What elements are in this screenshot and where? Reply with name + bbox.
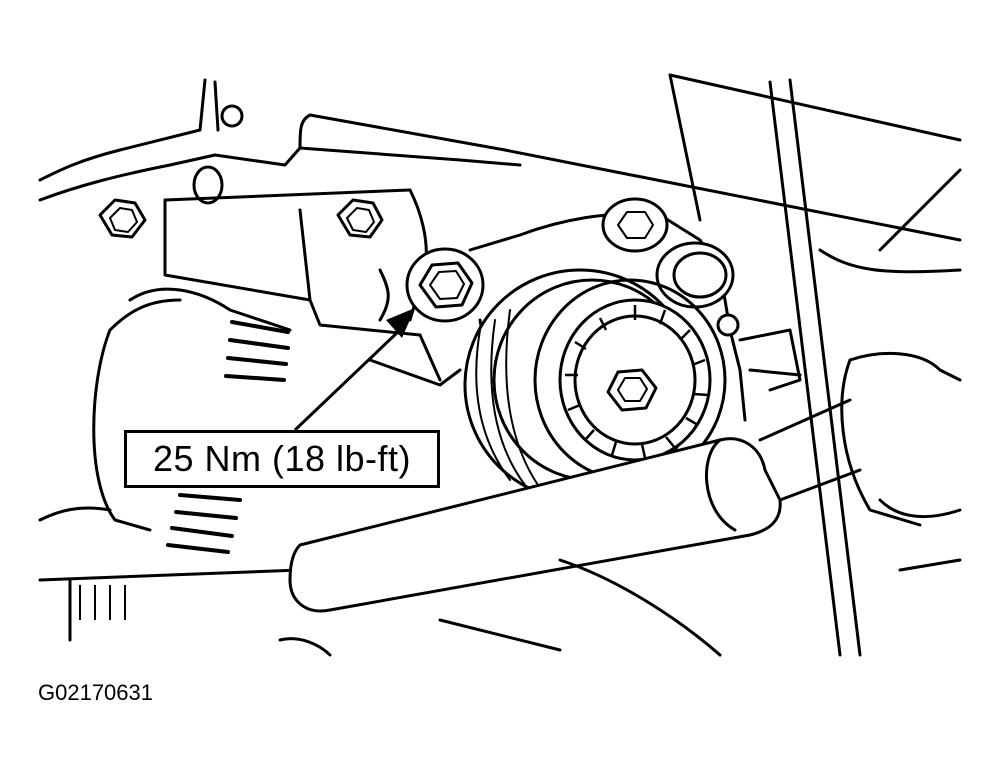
torque-bolt bbox=[405, 247, 485, 323]
bolt-left bbox=[98, 198, 147, 239]
pulley-grooves bbox=[475, 309, 541, 489]
callout-leader bbox=[293, 308, 415, 432]
torque-spec-callout: 25 Nm (18 lb-ft) bbox=[124, 430, 440, 488]
belt-pulley bbox=[463, 268, 727, 502]
bolt-middle bbox=[336, 198, 384, 239]
alternator bbox=[38, 287, 302, 642]
upper-bracket bbox=[38, 78, 522, 202]
stud-upper bbox=[192, 165, 224, 205]
lower-lines bbox=[278, 558, 962, 657]
arrow-head-icon bbox=[386, 308, 415, 338]
coolant-hose bbox=[288, 351, 962, 613]
figure-id: G02170631 bbox=[38, 680, 153, 705]
torque-label: 25 Nm (18 lb-ft) bbox=[152, 438, 412, 479]
bolt-tensioner-top bbox=[601, 197, 669, 253]
frame-rails bbox=[503, 73, 962, 657]
